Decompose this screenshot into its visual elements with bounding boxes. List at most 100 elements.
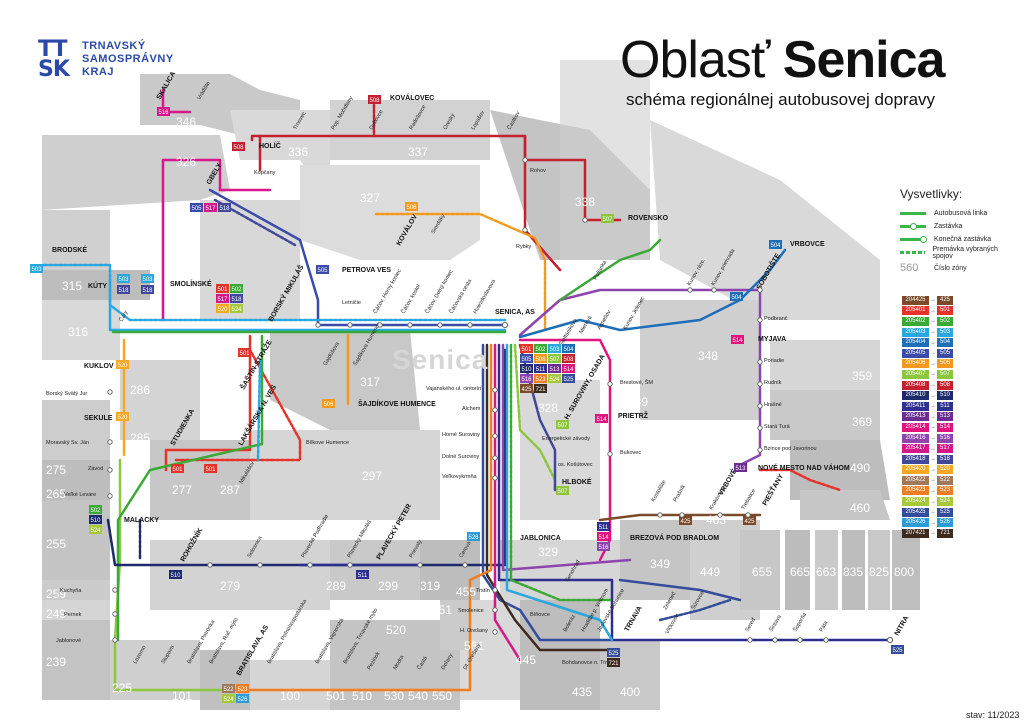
arrow-icon: → — [930, 318, 936, 325]
zone-label: 550 — [432, 689, 452, 703]
route-number: 522 — [937, 475, 953, 485]
legend-heading: Vysvetlivky: — [900, 187, 963, 201]
zone-label: 337 — [408, 145, 428, 159]
svg-text:525: 525 — [608, 651, 619, 657]
zone-label: 249 — [46, 607, 66, 621]
svg-text:514: 514 — [598, 535, 609, 541]
senica-watermark: Senica — [392, 344, 489, 375]
legend-item: Premávka vybraných spojov — [900, 246, 1015, 260]
svg-text:518: 518 — [118, 288, 129, 294]
zone-label: 449 — [700, 565, 720, 579]
svg-text:511: 511 — [599, 525, 609, 531]
svg-text:503: 503 — [31, 267, 42, 273]
zone-label: 665 — [790, 565, 810, 579]
stop-label: Šoporňa — [792, 611, 809, 633]
svg-text:507: 507 — [602, 217, 613, 223]
route-code: 205411 — [902, 401, 929, 411]
stop-label: Čáčovská cesta — [448, 277, 474, 315]
route-list-row: 205418→518 — [902, 454, 953, 465]
zone-label: 297 — [362, 469, 382, 483]
svg-text:525: 525 — [563, 377, 574, 383]
zone-label: 315 — [62, 279, 82, 293]
title-light: Oblasť — [620, 31, 770, 89]
zone-label: 455 — [456, 585, 476, 599]
route-code: 205420 — [902, 465, 929, 475]
legend-label: Konečná zastávka — [934, 236, 992, 243]
svg-text:505: 505 — [317, 268, 328, 274]
route-list-row: 205410→510 — [902, 390, 953, 401]
zone-label: 316 — [68, 325, 88, 339]
zone-label: 269 — [172, 519, 192, 533]
legend-label: Autobusová linka — [934, 210, 988, 217]
route-number: 510 — [937, 391, 953, 401]
zone-label: 329 — [538, 545, 558, 559]
arrow-icon: → — [930, 297, 936, 304]
town-label: MALACKY — [124, 517, 159, 524]
route-code: 205416 — [902, 433, 929, 443]
dashed-swatch — [900, 251, 925, 254]
stop-label: Šteffánikova — [558, 317, 580, 347]
route-number: 506 — [937, 359, 953, 369]
svg-text:524: 524 — [231, 307, 242, 313]
stop-label: Moravský Sv. Ján — [46, 440, 89, 446]
stop-label: Rudník — [764, 380, 782, 386]
stop-label: Bzince pod Javorinou — [764, 446, 817, 452]
svg-text:526: 526 — [468, 535, 479, 541]
town-label: KUKLOV — [84, 363, 114, 370]
zone-label: 255 — [46, 537, 66, 551]
town-label: NITRA — [894, 615, 911, 637]
stop-label: Trstín — [476, 588, 490, 594]
zone-label: 338 — [575, 195, 595, 209]
svg-text:502: 502 — [90, 508, 101, 514]
stop-label: Bukovec — [620, 450, 641, 456]
zone-label: 326 — [176, 155, 196, 169]
svg-text:503: 503 — [142, 277, 153, 283]
route-code: 205403 — [902, 327, 929, 337]
route-list-row: 205402→502 — [902, 316, 953, 327]
town-label: SEKULE — [84, 415, 113, 422]
zone-label: 825 — [869, 565, 889, 579]
arrow-icon: → — [930, 413, 936, 420]
zone-label: 835 — [843, 565, 863, 579]
town-label: HOLÍČ — [259, 141, 281, 150]
stop-label: Krakovany — [709, 485, 727, 511]
route-list-row: 205403→503 — [902, 327, 953, 338]
zone-label: 349 — [650, 557, 670, 571]
zone-label: 279 — [220, 579, 240, 593]
zone-label: 501 — [326, 689, 346, 703]
zone-label: 275 — [46, 463, 66, 477]
arrow-icon: → — [930, 350, 936, 357]
zone-label: 463 — [706, 513, 726, 527]
arrow-icon: → — [930, 487, 936, 494]
stop-label: Prašník — [673, 484, 688, 503]
zone-example: 560 — [900, 262, 919, 274]
stop-label: Horné Suroviny — [442, 432, 480, 438]
town-label: NOVÉ MESTO NAD VÁHOM — [758, 463, 850, 472]
town-label: MYJAVA — [758, 336, 786, 343]
legend-label: Zastávka — [934, 223, 963, 230]
route-code: 205418 — [902, 454, 929, 464]
zone-label: 540 — [408, 689, 428, 703]
svg-text:501: 501 — [205, 467, 216, 473]
zone-label: 101 — [172, 689, 192, 703]
svg-text:425: 425 — [744, 519, 755, 525]
svg-text:520: 520 — [217, 307, 228, 313]
svg-text:721: 721 — [535, 387, 546, 393]
stop-label: Páta — [819, 619, 830, 633]
arrow-icon: → — [930, 530, 936, 537]
svg-text:517: 517 — [217, 297, 228, 303]
svg-text:508: 508 — [563, 357, 574, 363]
route-list-row: 205407→507 — [902, 369, 953, 380]
svg-text:514: 514 — [732, 338, 743, 344]
stop-label: Trebatice — [741, 488, 758, 511]
route-badges: 516 508 508 505 517 518 506 507 503 503 … — [30, 95, 904, 703]
svg-text:513: 513 — [735, 466, 746, 472]
zone-label: 239 — [46, 655, 66, 669]
zone-label: 215 — [152, 629, 172, 643]
route-code: 205405 — [902, 348, 929, 358]
svg-text:510: 510 — [90, 518, 101, 524]
route-code: 205408 — [902, 380, 929, 390]
svg-text:523: 523 — [535, 377, 546, 383]
route-list-row: 205424→524 — [902, 496, 953, 507]
